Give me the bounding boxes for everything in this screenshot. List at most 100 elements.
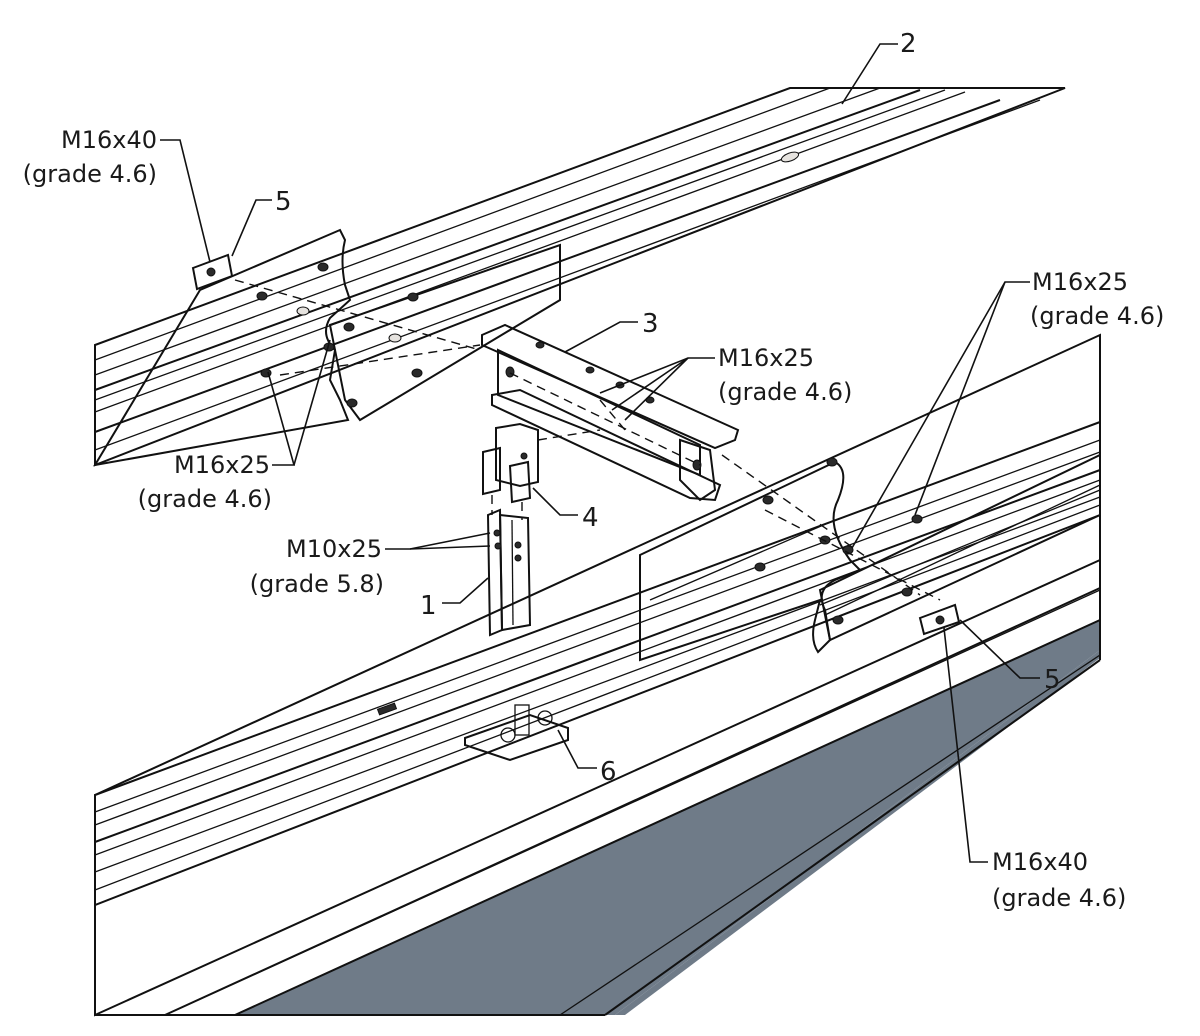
- bolt-hole: [692, 459, 702, 471]
- leader-m16x40-top: [160, 139, 211, 263]
- callout-5-bottom: 5: [1044, 665, 1061, 695]
- anchor-nut: [537, 710, 553, 726]
- lower-plate-shape: [918, 603, 961, 636]
- callout-4: 4: [582, 503, 599, 533]
- bolt-grade-label: (grade 5.8): [250, 570, 384, 598]
- bolt-hole: [754, 562, 766, 572]
- assembly-path: [537, 429, 601, 441]
- anchor-nut: [500, 727, 516, 743]
- leader-m16x25-right: [851, 281, 1030, 549]
- assembly-path: [599, 399, 626, 431]
- bolt-hole: [901, 587, 913, 597]
- base-plate-shape: [464, 713, 569, 762]
- assembly-path: [234, 279, 481, 351]
- upper-rail-slot: [780, 151, 800, 163]
- post-detail: [511, 519, 514, 626]
- post-bracket: [482, 422, 601, 520]
- post-bolt: [493, 529, 501, 537]
- bolt-hole: [317, 262, 329, 272]
- lower-splice-section: [639, 453, 1101, 662]
- leader-5-bottom: [959, 619, 1040, 679]
- leader-5-top: [231, 199, 272, 257]
- callout-6: 6: [600, 757, 617, 787]
- bolt-size-label: M16x40: [992, 848, 1088, 876]
- upper-plate-shape: [191, 253, 234, 291]
- bolt-hole: [296, 306, 310, 316]
- leader-m16x25-mid-3: [624, 357, 689, 421]
- assembly-path: [764, 509, 941, 601]
- leader-6: [557, 729, 597, 769]
- bracket-back: [495, 422, 539, 488]
- bolt-grade-label: (grade 4.6): [1030, 302, 1164, 330]
- bolt-hole: [346, 398, 358, 408]
- bolt-hole: [826, 457, 838, 467]
- lower-rail-ridge-6: [94, 504, 1101, 891]
- bolt-grade-label: (grade 4.6): [23, 160, 157, 188]
- assembly-path: [509, 372, 701, 466]
- labels: 2 5 3 4 1 6 5 M16x40 (grade 4.6) M16x25 …: [23, 29, 1165, 912]
- lower-rail-ridge-4: [94, 479, 1101, 856]
- leader-m16x25-left-2: [293, 339, 331, 466]
- upper-rail-ridge-7: [94, 99, 1041, 451]
- plate-bolt: [206, 267, 216, 277]
- upper-rail-ridge-5: [94, 91, 966, 413]
- leader-m16x25-mid-2: [611, 357, 689, 411]
- callout-2: 2: [900, 29, 917, 59]
- lower-splice-ridge-2: [819, 489, 1101, 606]
- lower-rail-ridge-1: [94, 439, 1101, 813]
- leader-m16x25-left: [267, 371, 296, 466]
- upper-rail-ridge-6: [94, 99, 1001, 433]
- bracket-front: [508, 460, 532, 504]
- bolt-grade-label: (grade 4.6): [992, 884, 1126, 912]
- upper-backing-plate: [191, 253, 234, 291]
- upper-w-beam-rail: [94, 87, 1066, 467]
- bolt-hole: [819, 535, 831, 545]
- spacer-bottom-flange: [491, 388, 722, 502]
- post: [486, 508, 532, 637]
- bolt-hole: [762, 495, 774, 505]
- post-bolt: [514, 554, 522, 562]
- deck-diag-edge: [604, 659, 1101, 1016]
- bolt-size-label: M16x25: [174, 451, 270, 479]
- lower-splice-body: [639, 460, 862, 662]
- lower-rail-ridge-2: [94, 451, 1101, 826]
- concrete-deck: [94, 333, 1101, 1017]
- lower-w-beam-rail: [94, 420, 1101, 907]
- bracket-hole: [520, 452, 528, 460]
- upper-rail-ridge-3: [94, 89, 921, 391]
- lower-splice-right-ridge: [824, 484, 1101, 616]
- bolt-hole: [911, 514, 923, 524]
- bolt-hole: [388, 333, 402, 343]
- bolt-hole: [343, 322, 355, 332]
- bolt-size-label: M10x25: [286, 535, 382, 563]
- bolt-hole: [256, 291, 268, 301]
- base-stem: [514, 704, 530, 736]
- bolt-grade-label: (grade 4.6): [718, 378, 852, 406]
- bolt-size-label: M16x25: [718, 344, 814, 372]
- lower-rail-ridge-5: [94, 496, 1101, 873]
- assembly-path: [279, 344, 481, 376]
- lower-rail-ridge-3: [94, 469, 1101, 843]
- assembly-path: [721, 454, 921, 596]
- post-bolt: [514, 541, 522, 549]
- leader-lines: [160, 43, 1040, 863]
- deck-line-a: [164, 587, 1101, 1016]
- upper-rail-ridge-2: [94, 87, 881, 376]
- bolt-hole: [407, 292, 419, 302]
- deck-side-face: [615, 650, 1100, 1015]
- bolt-hole: [585, 366, 595, 374]
- leader-2: [841, 43, 898, 105]
- upper-rail-ridge-4: [94, 89, 946, 401]
- spacer-block: [481, 323, 740, 502]
- bracket-flange: [482, 446, 501, 496]
- bolt-hole: [411, 368, 423, 378]
- upper-splice-right: [328, 243, 561, 422]
- lower-splice-ridge: [649, 519, 836, 601]
- callout-5-top: 5: [275, 187, 292, 217]
- deck-line-b: [234, 619, 1101, 1016]
- leader-4: [532, 487, 578, 516]
- leader-m16x40-bottom: [943, 627, 988, 863]
- post-bolt: [494, 542, 502, 550]
- leader-m10x25-2: [409, 545, 491, 550]
